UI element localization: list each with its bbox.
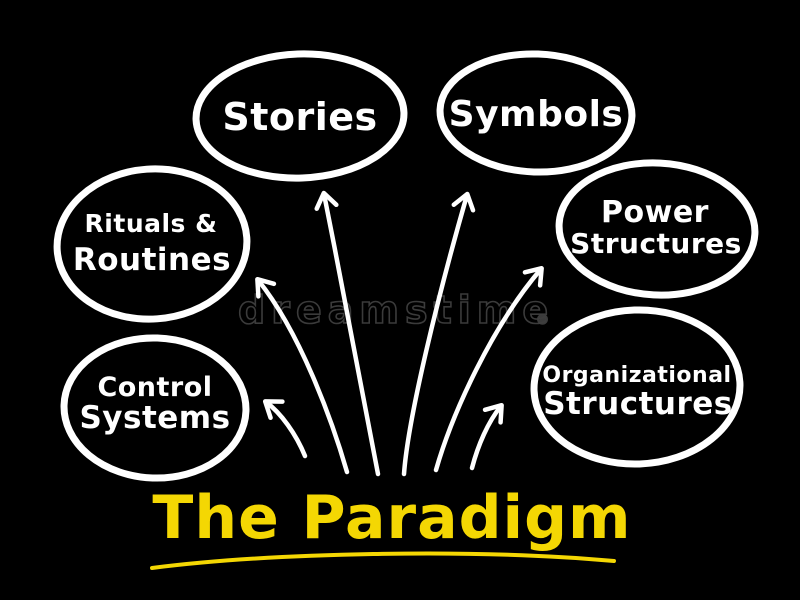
organizational-structures-label-line1: Organizational	[542, 363, 731, 388]
power-structures-label-line2: Structures	[570, 227, 742, 260]
paradigm-title: The Paradigm	[150, 483, 631, 570]
watermark-registered-icon: ®	[536, 313, 555, 328]
arrow-to-organizational-structures	[469, 402, 504, 471]
control-systems-label-line1: Control	[97, 372, 212, 403]
node-stories: Stories	[192, 50, 408, 182]
edges	[255, 190, 544, 477]
stories-label: Stories	[222, 95, 377, 139]
node-power-structures: Power Structures	[555, 159, 759, 299]
stories-ellipse	[192, 50, 408, 182]
organizational-structures-ellipse	[530, 306, 744, 468]
node-control-systems: Control Systems	[60, 334, 250, 482]
control-systems-ellipse	[60, 334, 250, 482]
rituals-routines-label-line2: Routines	[73, 242, 231, 278]
node-rituals-routines: Rituals & Routines	[53, 165, 251, 323]
arrow-to-stories	[314, 190, 381, 477]
paradigm-title-underline	[150, 551, 616, 570]
arrow-to-rituals-routines	[255, 276, 350, 475]
arrow-to-symbols	[401, 191, 476, 477]
arrow-to-control-systems	[262, 399, 308, 459]
node-symbols: Symbols	[436, 50, 636, 176]
arrow-to-power-structures	[433, 265, 544, 473]
control-systems-label-line2: Systems	[79, 400, 230, 436]
symbols-label: Symbols	[449, 94, 624, 135]
node-organizational-structures: Organizational Structures	[530, 306, 744, 468]
power-structures-label-line1: Power	[601, 195, 709, 230]
symbols-ellipse	[436, 50, 636, 176]
rituals-routines-ellipse	[53, 165, 251, 323]
organizational-structures-label-line2: Structures	[543, 386, 733, 422]
power-structures-ellipse	[555, 159, 759, 299]
rituals-routines-label-line1: Rituals &	[85, 209, 218, 238]
paradigm-title-text: The Paradigm	[152, 483, 631, 553]
